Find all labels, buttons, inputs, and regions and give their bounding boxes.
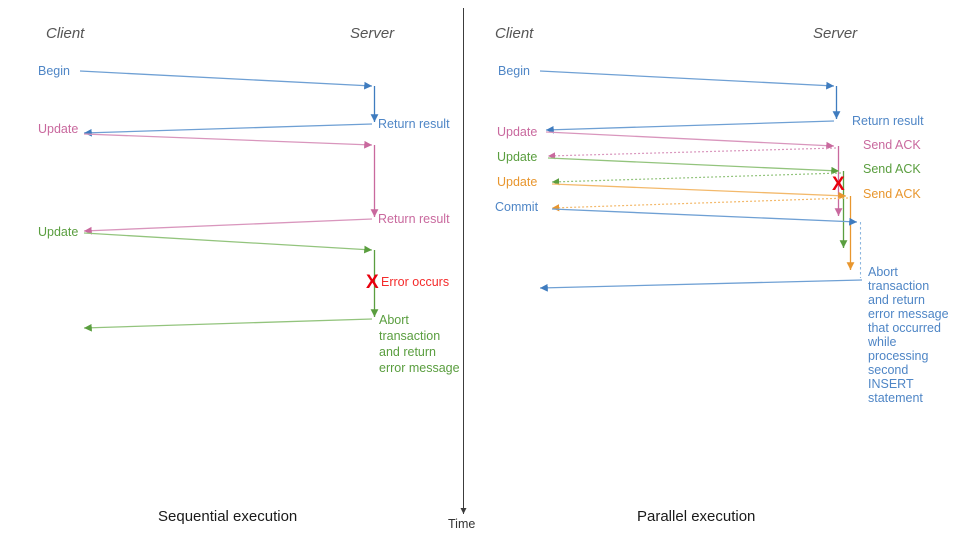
time-axis-label: Time bbox=[448, 517, 475, 531]
left-abort-note-line-3: error message bbox=[379, 361, 460, 375]
right-abort-note-line-7: second bbox=[868, 363, 908, 377]
right-abort-note-line-9: statement bbox=[868, 391, 923, 405]
right-arrow-update-3 bbox=[551, 183, 847, 200]
left-label-return-result-2: Return result bbox=[378, 212, 450, 226]
right-panel-caption: Parallel execution bbox=[637, 508, 755, 525]
right-label-send-ack-3: Send ACK bbox=[863, 187, 921, 201]
right-abort-note-line-3: error message bbox=[868, 307, 949, 321]
right-arrow-send-ack-3 bbox=[551, 197, 849, 212]
left-arrow-update-2 bbox=[83, 232, 373, 254]
right-label-update-2: Update bbox=[497, 150, 537, 164]
left-abort-note-line-1: transaction bbox=[379, 329, 440, 343]
right-arrow-begin bbox=[539, 70, 835, 90]
left-label-update-1: Update bbox=[38, 122, 78, 136]
right-abort-note-line-6: processing bbox=[868, 349, 928, 363]
right-label-update-1: Update bbox=[497, 125, 537, 139]
left-arrow-update-1 bbox=[83, 133, 373, 149]
left-error-x-icon: X bbox=[366, 272, 379, 293]
left-abort-note-line-2: and return bbox=[379, 345, 436, 359]
left-arrow-abort bbox=[83, 318, 373, 332]
right-arrow-update-1 bbox=[545, 131, 835, 150]
right-arrow-commit bbox=[551, 208, 858, 226]
right-label-send-ack-1: Send ACK bbox=[863, 138, 921, 152]
left-abort-note-line-0: Abort bbox=[379, 313, 409, 327]
right-arrow-send-ack-2 bbox=[551, 172, 842, 186]
right-label-send-ack-2: Send ACK bbox=[863, 162, 921, 176]
right-error-x-icon: X bbox=[832, 174, 845, 195]
right-client-actor-label: Client bbox=[495, 25, 534, 42]
right-abort-note-line-0: Abort bbox=[868, 265, 898, 279]
left-label-return-result-1: Return result bbox=[378, 117, 450, 131]
left-client-actor-label: Client bbox=[46, 25, 85, 42]
left-error-label: Error occurs bbox=[381, 275, 449, 289]
right-abort-note-line-8: INSERT bbox=[868, 377, 914, 391]
right-label-begin: Begin bbox=[498, 64, 530, 78]
right-server-actor-label: Server bbox=[813, 25, 858, 42]
left-label-begin: Begin bbox=[38, 64, 70, 78]
right-label-return-result: Return result bbox=[852, 114, 924, 128]
right-arrow-abort bbox=[539, 279, 863, 292]
right-arrow-update-2 bbox=[547, 157, 840, 175]
right-arrow-return-result bbox=[545, 120, 835, 134]
right-abort-note-line-2: and return bbox=[868, 293, 925, 307]
left-label-update-2: Update bbox=[38, 225, 78, 239]
right-label-update-3: Update bbox=[497, 175, 537, 189]
left-arrow-return-result-2 bbox=[83, 218, 373, 235]
right-abort-note: Abort transaction and return error messa… bbox=[867, 265, 952, 405]
right-label-commit: Commit bbox=[495, 200, 539, 214]
left-arrow-begin bbox=[79, 70, 373, 90]
left-server-actor-label: Server bbox=[350, 25, 395, 42]
left-abort-note: Abort transaction and return error messa… bbox=[379, 313, 460, 375]
left-arrow-return-result-1 bbox=[83, 123, 373, 137]
left-panel-caption: Sequential execution bbox=[158, 508, 297, 525]
right-abort-note-line-1: transaction bbox=[868, 279, 929, 293]
right-abort-note-line-5: while bbox=[867, 335, 897, 349]
right-arrow-send-ack-1 bbox=[547, 147, 837, 160]
right-abort-note-line-4: that occurred bbox=[868, 321, 941, 335]
